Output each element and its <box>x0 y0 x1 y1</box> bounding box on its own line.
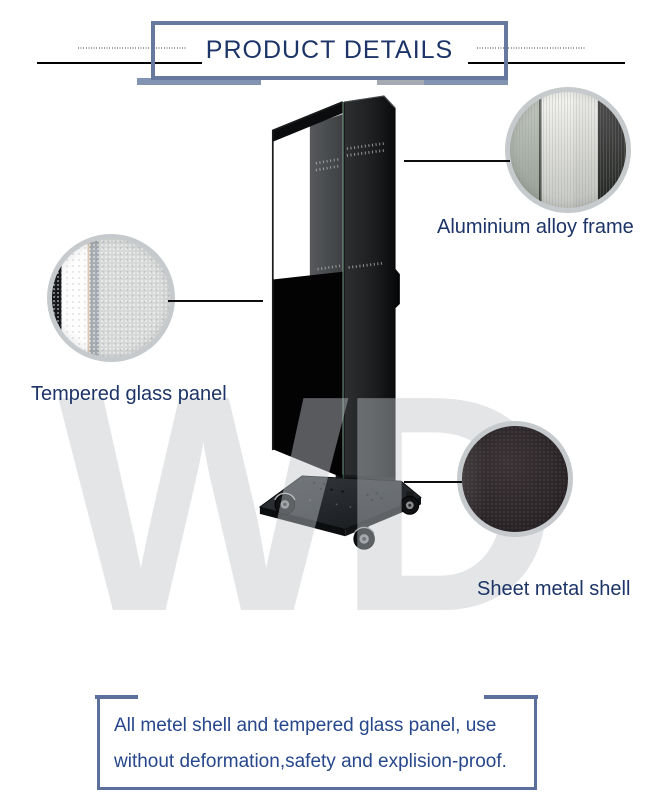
header-black-line-right <box>468 62 625 64</box>
aluminium-frame-swatch-circle <box>505 87 631 213</box>
caster-wheel-right <box>400 491 420 515</box>
footer-note-box: All metel shell and tempered glass panel… <box>97 697 537 790</box>
header-shadow-right <box>424 78 508 85</box>
caster-wheel-left <box>274 492 296 515</box>
connector-sheet-metal <box>404 481 462 483</box>
header-dotted-line-right <box>477 47 586 49</box>
deck-holes <box>313 481 383 502</box>
page-title: PRODUCT DETAILS <box>205 36 454 64</box>
base-front-left-face <box>259 506 346 537</box>
connector-tempered-glass <box>168 300 263 302</box>
lcd-vent-holes <box>315 157 342 271</box>
tempered-glass-swatch-circle <box>47 234 175 362</box>
note-box-corner-stub-left <box>95 695 138 699</box>
cabinet-top-edge-highlight <box>344 95 396 109</box>
header-dotted-line-left <box>78 47 186 49</box>
header-frame: PRODUCT DETAILS <box>151 21 508 80</box>
label-sheet-metal-shell: Sheet metal shell <box>477 578 631 600</box>
label-aluminium-alloy-frame: Aluminium alloy frame <box>437 216 634 238</box>
header-shadow-left <box>137 78 261 85</box>
glass-top-bezel <box>272 101 343 142</box>
deck-hole-highlights <box>308 499 352 508</box>
footer-note-line1: All metel shell and tempered glass panel… <box>114 715 497 736</box>
glass-black-lower <box>272 271 343 478</box>
label-tempered-glass-panel: Tempered glass panel <box>31 383 227 405</box>
header-black-line-left <box>37 62 202 64</box>
glass-outline <box>271 101 343 451</box>
sheet-metal-swatch-circle <box>457 421 573 537</box>
kiosk-illustration <box>258 95 422 550</box>
footer-note-line2: without deformation,safety and explision… <box>114 751 507 772</box>
header-shadow-gray <box>377 79 431 85</box>
note-box-corner-stub-right <box>484 695 538 699</box>
caster-wheel-center <box>353 523 375 550</box>
connector-aluminium <box>404 160 510 162</box>
